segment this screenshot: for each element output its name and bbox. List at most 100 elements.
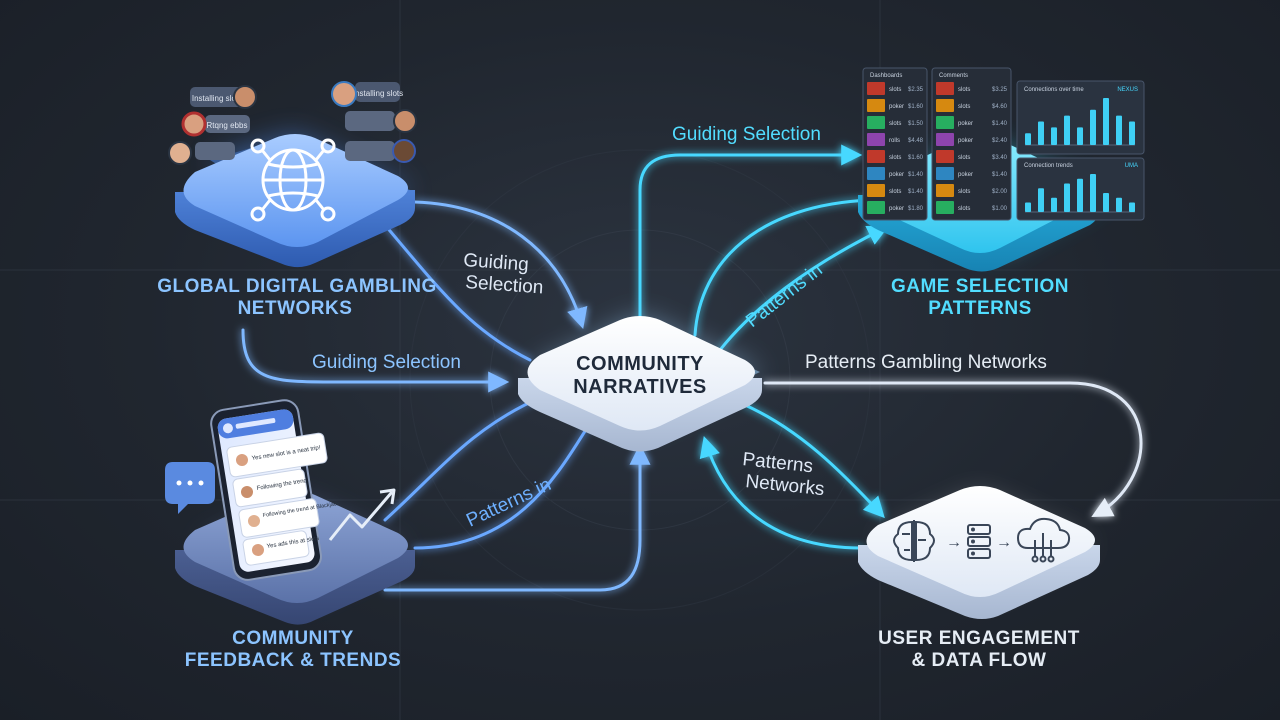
game-list-row: poker$1.60 [867,99,924,112]
node-title-engagement-2: & DATA FLOW [912,650,1047,671]
game-thumbnail [936,82,954,95]
flow-label-guiding-top: Guiding Selection [672,124,821,145]
node-title-feedback-1: COMMUNITY [232,628,354,649]
mini-chart-badge: NEXUS [1117,87,1138,93]
game-value: $1.40 [992,121,1008,127]
node-title-global-2: NETWORKS [238,298,353,319]
game-name: poker [889,206,904,212]
chart-bar [1077,127,1083,145]
node-title-engagement-1: USER ENGAGEMENT [878,628,1080,649]
chart-bar [1103,98,1109,145]
node-community-feedback[interactable]: Yes new slot is a neat trip! Following t… [165,398,415,671]
connector-center-to-game-1 [693,198,872,337]
phone-message: Yes ads this at slots [242,530,319,566]
game-thumbnail [867,116,885,129]
game-name: poker [889,172,904,178]
mini-chart-title: Connections over time [1024,87,1084,93]
connector-center-up-to-game [638,144,863,332]
chart-bar [1064,115,1070,145]
game-list-row: slots $3.25 [936,82,1008,95]
center-platform-top [527,316,755,431]
game-name: slots [889,87,901,93]
game-thumbnail [936,201,954,214]
connector-engagement-to-center [699,435,864,550]
avatar [181,111,207,137]
game-value: $3.25 [992,87,1008,93]
connector-center-to-engagement [743,403,885,519]
arrow-right-icon: → [946,534,962,551]
game-thumbnail [867,133,885,146]
game-value: $4.60 [992,104,1008,110]
game-value: $4.48 [908,138,924,144]
chart-bar [1025,202,1031,212]
game-name: rolls [889,138,900,144]
node-user-engagement[interactable]: → → USER ENGAGEMENT & DATA FLOW [858,486,1100,671]
flow-label-patterns-lower-left: Patterns in [463,474,554,531]
chart-bar [1116,197,1122,212]
flow-labels: Guiding Selection Guiding Selection Guid… [312,124,1047,532]
game-list-row: slots $1.50 [867,116,924,129]
chart-bar [1025,133,1031,145]
chart-bar [1038,188,1044,212]
speech-bubble-icon [165,462,215,514]
game-name: poker [889,104,904,110]
connector-feedback-to-center-1 [383,398,537,522]
avatar [252,544,264,556]
game-name: poker [958,121,973,127]
game-name: slots [958,87,970,93]
node-title-center-1: COMMUNITY [576,353,704,375]
game-thumbnail [936,99,954,112]
panel-header: Dashboards [870,73,902,79]
chat-bubble-text: Rtqng ebbs [207,121,248,130]
node-title-game-2: PATTERNS [928,298,1032,319]
node-community-narratives[interactable]: COMMUNITY NARRATIVES [518,316,762,452]
game-thumbnail [867,99,885,112]
node-global-networks[interactable]: Installing slots Rtqng ebbs Installing s… [157,81,437,319]
game-list-row: poker $1.80 [867,201,924,214]
game-value: $1.80 [908,206,924,212]
game-value: $2.00 [992,189,1008,195]
game-list-row: slots$4.60 [936,99,1008,112]
game-list-panel-1: Dashboards slots$2.35poker$1.60slots$1.5… [862,67,928,221]
game-list-row: slots$3.40 [936,150,1008,163]
game-value: $1.00 [992,206,1008,212]
node-title-feedback-2: FEEDBACK & TRENDS [185,650,401,671]
connectors [241,144,1143,592]
game-list-row: slots $1.00 [936,201,1008,214]
phone-message: Yes new slot is a neat trip! [226,432,328,478]
chart-bar [1116,115,1122,145]
engagement-platform-top [866,486,1095,597]
node-game-selection[interactable]: Dashboards slots$2.35poker$1.60slots$1.5… [858,67,1145,319]
brain-icon [893,520,935,562]
game-name: slots [958,189,970,195]
game-name: slots [958,206,970,212]
game-thumbnail [936,184,954,197]
mini-chart-badge: UMA [1125,163,1138,169]
avatar [236,454,248,466]
game-thumbnail [867,150,885,163]
game-list-row: poker $1.40 [936,116,1008,129]
chat-bubbles-left: Installing slots Rtqng ebbs [168,85,257,165]
mini-chart-title: Connection trends [1024,163,1073,169]
game-list-row: slots $2.00 [936,184,1008,197]
arrow-right-icon: → [996,534,1012,551]
panel-header: Comments [939,73,968,79]
game-list-panel-2: Comments slots$3.25slots$4.60poker$1.40p… [931,67,1012,221]
game-list-row: slots$1.60 [867,150,924,163]
game-value: $1.50 [908,121,924,127]
global-platform-top [183,134,408,247]
connector-global-to-center [413,200,588,330]
chat-bubble-text: Installing slots [192,94,242,103]
game-name: slots [958,155,970,161]
chart-bar [1064,183,1070,212]
connector-global-down-to-center [241,328,510,393]
game-list-row: slots$1.40 [867,184,924,197]
avatar [331,81,357,107]
node-title-center-2: NARRATIVES [573,376,707,398]
game-name: slots [889,121,901,127]
game-value: $1.40 [992,172,1008,178]
game-thumbnail [867,82,885,95]
chat-bubble-text: Installing slots [353,89,403,98]
game-name: poker [958,138,973,144]
game-list-row: poker$2.40 [936,133,1008,146]
